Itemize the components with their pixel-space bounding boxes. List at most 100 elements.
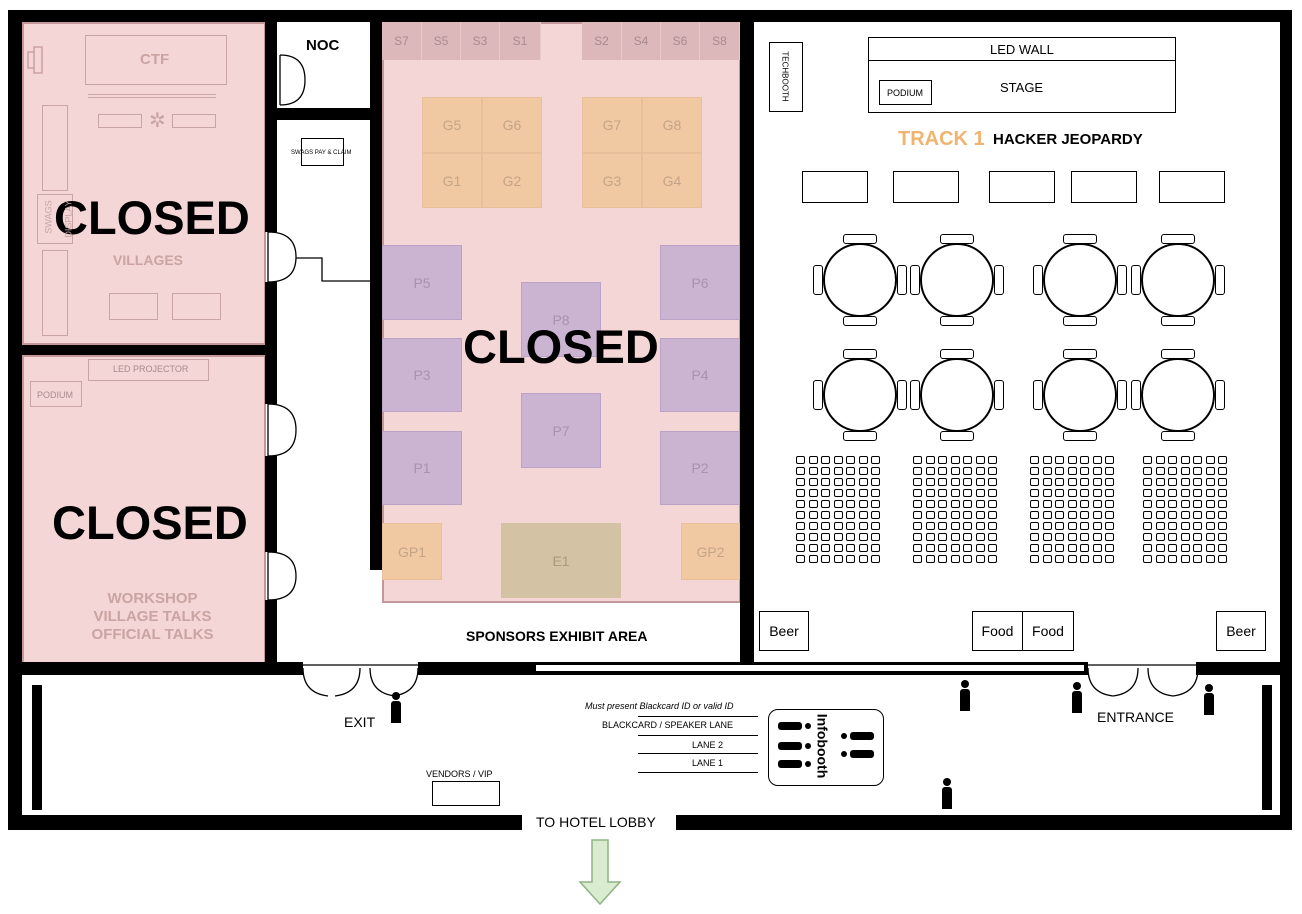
- audience-seat: [1180, 456, 1190, 464]
- audience-seat: [808, 533, 818, 541]
- audience-seat: [1080, 467, 1089, 475]
- audience-seat: [1055, 467, 1064, 475]
- audience-seat: [938, 544, 947, 552]
- audience-seat: [963, 511, 972, 519]
- audience-seat: [1143, 533, 1152, 541]
- audience-seat: [1193, 456, 1202, 464]
- audience-seat: [796, 522, 805, 530]
- round-table: [920, 358, 994, 432]
- booth-s5: S5: [422, 22, 461, 60]
- audience-seat: [1180, 500, 1190, 508]
- audience-seat: [950, 522, 960, 530]
- noc-door: [279, 54, 306, 106]
- audience-seat: [938, 467, 947, 475]
- audience-seat: [1092, 467, 1102, 475]
- audience-seat: [913, 489, 922, 497]
- audience-seat: [1218, 511, 1227, 519]
- audience-seat: [858, 511, 868, 519]
- audience-seat: [925, 555, 935, 563]
- audience-seat: [1193, 555, 1202, 563]
- noc-label: NOC: [306, 37, 340, 54]
- chair: [910, 265, 920, 295]
- village-talks-label: VILLAGE TALKS: [93, 608, 212, 625]
- swags-pay-booth: [301, 138, 344, 166]
- audience-seat: [950, 533, 960, 541]
- audience-seat: [975, 467, 985, 475]
- audience-seat: [1205, 533, 1215, 541]
- audience-seat: [821, 544, 830, 552]
- track-table: [802, 171, 868, 203]
- audience-seat: [963, 467, 972, 475]
- audience-seat: [1180, 511, 1190, 519]
- audience-seat: [1180, 533, 1190, 541]
- audience-seat: [1218, 467, 1227, 475]
- audience-seat: [1067, 478, 1077, 486]
- villages-closed-label: CLOSED: [54, 191, 250, 244]
- audience-seat: [1205, 511, 1215, 519]
- audience-seat: [1080, 456, 1089, 464]
- audience-seat: [1067, 555, 1077, 563]
- chair: [940, 316, 974, 326]
- villages-door: [267, 231, 297, 283]
- audience-seat: [938, 533, 947, 541]
- booth-p3: P3: [382, 338, 462, 412]
- audience-seat: [1067, 489, 1077, 497]
- audience-seat: [950, 555, 960, 563]
- audience-seat: [1042, 500, 1052, 508]
- audience-seat: [1080, 544, 1089, 552]
- audience-seat: [1042, 533, 1052, 541]
- wall: [8, 345, 268, 355]
- booth-s4: S4: [622, 22, 661, 60]
- audience-seat: [1030, 522, 1039, 530]
- official-talks-label: OFFICIAL TALKS: [91, 626, 214, 643]
- audience-seat: [975, 456, 985, 464]
- audience-seat: [1105, 544, 1114, 552]
- led-projector-label: LED PROJECTOR: [113, 364, 189, 374]
- audience-seat: [938, 555, 947, 563]
- audience-seat: [1143, 478, 1152, 486]
- wall: [370, 10, 382, 570]
- audience-seat: [1155, 555, 1165, 563]
- round-table: [1043, 243, 1117, 317]
- audience-seat: [871, 489, 880, 497]
- chair: [1033, 265, 1043, 295]
- audience-seat: [1080, 511, 1089, 519]
- audience-seat: [1105, 467, 1114, 475]
- audience-seat: [858, 533, 868, 541]
- lane-2: LANE 2: [692, 740, 724, 750]
- vendors-label: VENDORS / VIP: [426, 769, 493, 779]
- audience-seat: [1168, 555, 1177, 563]
- track-table: [893, 171, 959, 203]
- audience-seat: [1193, 467, 1202, 475]
- audience-seat: [821, 555, 830, 563]
- audience-seat: [1218, 456, 1227, 464]
- queue-rail: [296, 257, 370, 282]
- audience-seat: [1193, 544, 1202, 552]
- chair: [1033, 380, 1043, 410]
- audience-seat: [871, 456, 880, 464]
- audience-seat: [1168, 511, 1177, 519]
- audience-seat: [913, 478, 922, 486]
- audience-seat: [1218, 500, 1227, 508]
- booth-s1: S1: [500, 22, 541, 60]
- audience-seat: [1105, 522, 1114, 530]
- round-table: [823, 358, 897, 432]
- audience-seat: [1143, 544, 1152, 552]
- audience-seat: [1180, 478, 1190, 486]
- audience-seat: [846, 511, 855, 519]
- infobooth: [768, 709, 884, 786]
- audience-seat: [1155, 489, 1165, 497]
- audience-seat: [796, 555, 805, 563]
- audience-seat: [1193, 533, 1202, 541]
- audience-seat: [925, 500, 935, 508]
- exit-label: EXIT: [344, 714, 376, 730]
- audience-seat: [871, 522, 880, 530]
- round-table: [920, 243, 994, 317]
- audience-seat: [1168, 500, 1177, 508]
- audience-seat: [871, 467, 880, 475]
- audience-seat: [1067, 500, 1077, 508]
- wall: [265, 282, 277, 404]
- audience-seat: [1193, 522, 1202, 530]
- audience-seat: [938, 500, 947, 508]
